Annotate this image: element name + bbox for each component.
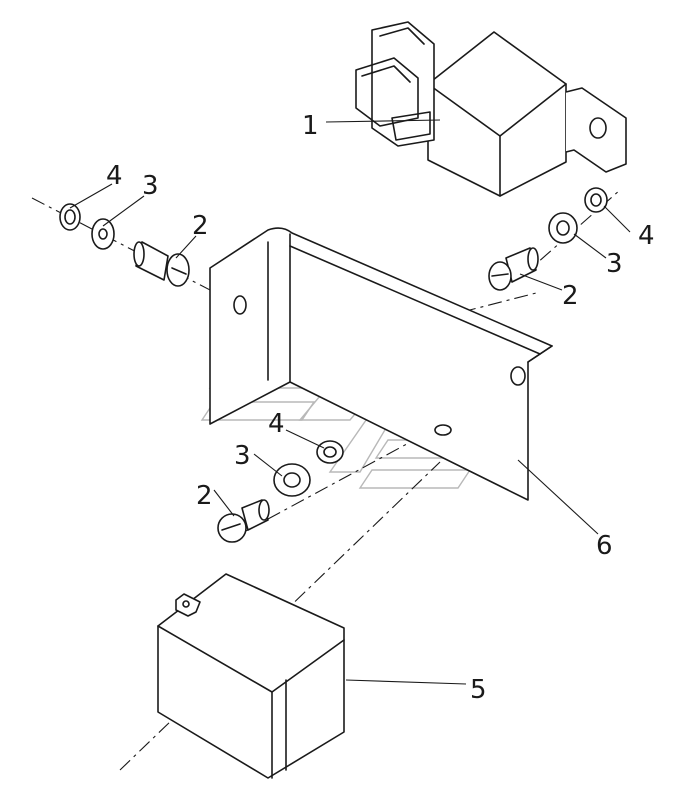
leader-lines: [69, 119, 631, 685]
flat-washer-right: [548, 212, 578, 244]
callout-spring-washer-left: 4: [106, 161, 123, 191]
bottom-fastener-set: [217, 440, 344, 543]
bracket-hole-left: [233, 295, 247, 315]
callout-labels: 1 4 3 2 4 3 2 4 3 2 6 5: [106, 111, 655, 705]
flat-washer-left: [91, 218, 115, 250]
flasher-part-5: [157, 573, 345, 779]
spring-washer-bottom: [316, 440, 344, 464]
callout-bolt-left: 2: [192, 211, 209, 241]
left-fastener-set: [59, 203, 190, 287]
callout-bracket: 6: [596, 531, 613, 561]
callout-relay: 1: [302, 111, 319, 141]
bracket-part-6: [209, 227, 553, 501]
bracket-hole-bottom: [434, 424, 452, 436]
spring-washer-right: [584, 187, 608, 213]
bracket-hole-right: [510, 366, 526, 386]
bolt-right: [488, 247, 539, 291]
callout-flasher-unit: 5: [470, 675, 487, 705]
right-fastener-set: [488, 187, 608, 291]
callout-flat-washer-bottom: 3: [234, 441, 251, 471]
callout-spring-washer-right: 4: [638, 221, 655, 251]
flasher-tab-hole: [182, 600, 190, 608]
callout-flat-washer-left: 3: [142, 171, 159, 201]
callout-spring-washer-bottom: 4: [268, 409, 285, 439]
relay-mount-hole: [589, 117, 607, 139]
callout-flat-washer-right: 3: [606, 249, 623, 279]
callout-bolt-bottom: 2: [196, 481, 213, 511]
bolt-bottom: [217, 499, 270, 543]
relay-part-1: [355, 21, 627, 197]
callout-bolt-right: 2: [562, 281, 579, 311]
spring-washer-left: [59, 203, 81, 231]
bolt-left: [133, 241, 190, 287]
flat-washer-bottom: [273, 463, 311, 497]
